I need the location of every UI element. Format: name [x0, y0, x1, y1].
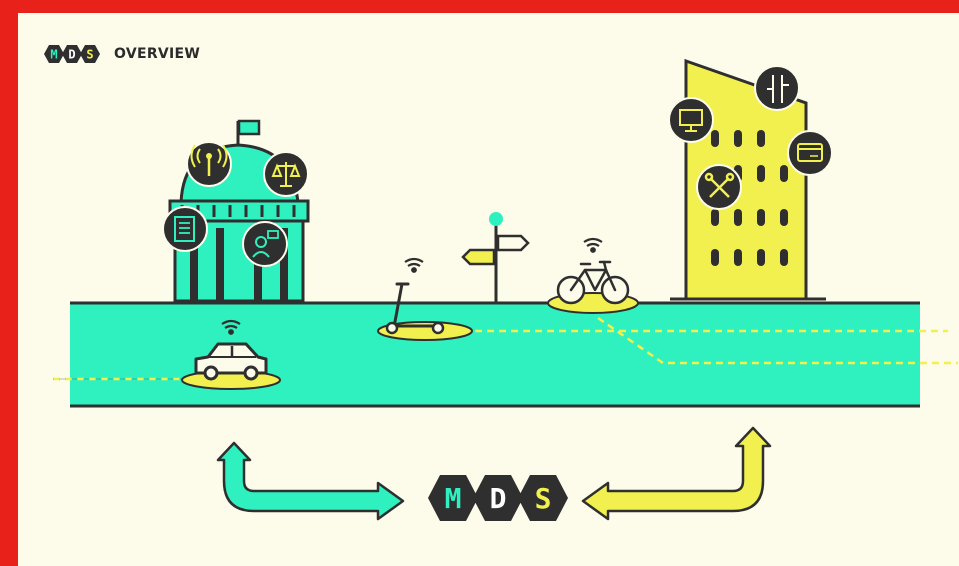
center-logo-letter-d: D	[490, 482, 507, 515]
car-icon	[181, 342, 281, 390]
wifi-icon	[583, 237, 603, 253]
bicycle-icon	[547, 260, 639, 314]
wifi-icon	[404, 257, 424, 273]
right-data-flow-arrow	[581, 426, 772, 521]
center-logo-hex-m: M	[428, 475, 478, 521]
header: M D S OVERVIEW	[42, 43, 200, 65]
center-logo-hex-s: S	[518, 475, 568, 521]
monitor-icon	[668, 97, 714, 143]
left-data-flow-arrow	[216, 441, 405, 521]
mini-logo-hex-d: D	[62, 45, 82, 63]
center-logo-letter-s: S	[535, 482, 552, 515]
company-tower	[670, 58, 826, 301]
overview-illustration: M D S	[53, 58, 958, 521]
tools-icon	[696, 164, 742, 210]
diagram-canvas: M D S OVERVIEW	[18, 13, 959, 566]
scooter-icon	[377, 282, 473, 341]
mini-logo-letter-m: M	[50, 48, 57, 62]
mini-logo-letter-s: S	[86, 48, 93, 62]
mini-logo-hex-m: M	[44, 45, 64, 63]
center-logo-letter-m: M	[445, 482, 462, 515]
center-logo-hex-d: D	[473, 475, 523, 521]
wifi-icon	[221, 319, 241, 335]
mds-mini-logo: M D S	[44, 45, 100, 63]
mini-logo-hex-s: S	[80, 45, 100, 63]
credit-card-icon	[787, 130, 833, 176]
balance-scale-icon	[263, 151, 309, 197]
document-icon	[162, 206, 208, 252]
road	[70, 301, 920, 408]
signpost-icon	[754, 65, 800, 111]
page-title: OVERVIEW	[114, 46, 201, 62]
data-route-lines	[53, 316, 958, 381]
bike-route-line	[597, 316, 958, 365]
antenna-signal-icon	[186, 141, 232, 187]
mds-center-logo: M D S	[428, 475, 568, 521]
signpost-icon-street	[461, 212, 530, 303]
user-chat-icon	[242, 221, 288, 267]
mini-logo-letter-d: D	[68, 48, 75, 62]
